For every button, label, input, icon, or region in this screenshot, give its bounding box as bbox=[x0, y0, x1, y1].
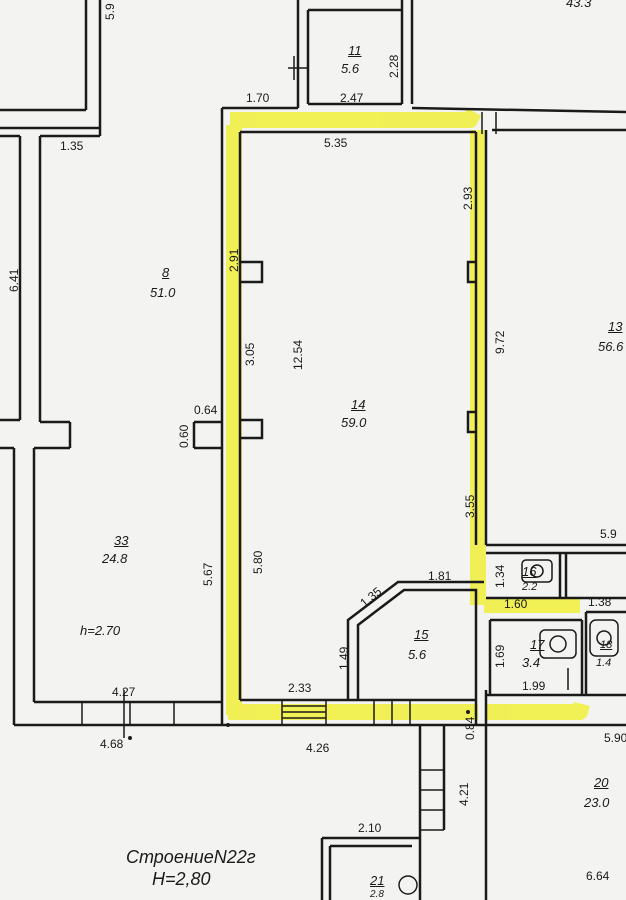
room-area: 56.6 bbox=[598, 339, 624, 354]
dimension-label: 6.41 bbox=[7, 268, 21, 292]
dimension-label: 4.68 bbox=[100, 737, 124, 751]
room-number: 17 bbox=[530, 637, 545, 652]
dimension-label: 1.38 bbox=[588, 595, 612, 609]
dimension-label: 1.34 bbox=[493, 564, 507, 588]
room-area: 51.0 bbox=[150, 285, 176, 300]
dimension-label: 2.10 bbox=[358, 821, 382, 835]
room-area: 24.8 bbox=[102, 551, 128, 566]
dimension-label: 5.67 bbox=[201, 562, 215, 586]
dimension-label: 5.9 bbox=[600, 527, 617, 541]
dimension-ticks bbox=[128, 710, 470, 740]
dimension-label: 2.33 bbox=[288, 681, 312, 695]
openings bbox=[81, 56, 497, 831]
dimension-label: 2.28 bbox=[387, 54, 401, 78]
room-area: 5.6 bbox=[408, 647, 427, 662]
dimension-label: 0.60 bbox=[177, 424, 191, 448]
room-number: 8 bbox=[162, 265, 170, 280]
dimension-label: 0.64 bbox=[194, 403, 218, 417]
dimension-label: 4.26 bbox=[306, 741, 330, 755]
room-area: 23.0 bbox=[584, 795, 610, 810]
dimension-label: 2.91 bbox=[227, 248, 241, 272]
dimension-label: 2.47 bbox=[340, 91, 364, 105]
room-number: 15 bbox=[414, 627, 429, 642]
dimension-label: 0.84 bbox=[463, 716, 477, 740]
room-number: 13 bbox=[608, 319, 623, 334]
room-ceiling-height: h=2.70 bbox=[80, 623, 121, 638]
room-area: 2.8 bbox=[370, 889, 384, 900]
room-area: 1.4 bbox=[596, 657, 612, 669]
room-number: 14 bbox=[351, 397, 366, 412]
dimension-label: 1.69 bbox=[493, 644, 507, 668]
dimension-label: 9.72 bbox=[493, 330, 507, 354]
dimension-label: 5.35 bbox=[324, 136, 348, 150]
building-height: H=2,80 bbox=[152, 869, 211, 889]
room-number: 16 bbox=[522, 564, 537, 579]
partial-dimension-label: 5.9 bbox=[103, 3, 117, 20]
room-number: 21 bbox=[370, 873, 385, 888]
plumbing-fixtures bbox=[398, 559, 619, 895]
dimension-label: 3.05 bbox=[243, 342, 257, 366]
room-number: 18 bbox=[600, 639, 613, 651]
dimension-label: 5.80 bbox=[251, 550, 265, 574]
dimension-label: 1.60 bbox=[504, 597, 528, 611]
dimension-label: 1.99 bbox=[522, 679, 546, 693]
dimension-label: 4.21 bbox=[457, 782, 471, 806]
dimension-label: 2.93 bbox=[461, 186, 475, 210]
dimension-label: 5.90 bbox=[604, 731, 626, 745]
room-area: 5.6 bbox=[341, 61, 360, 76]
room-area: 59.0 bbox=[341, 415, 367, 430]
dimension-label: 6.64 bbox=[586, 869, 610, 883]
dimension-label: 1.49 bbox=[337, 646, 351, 670]
building-name: СтроениеN22г bbox=[126, 847, 256, 867]
dimension-label: 12.54 bbox=[291, 339, 305, 370]
room-number: 20 bbox=[594, 775, 609, 790]
dimension-label: 1.81 bbox=[428, 569, 452, 583]
partial-area-label: 43.3 bbox=[566, 0, 592, 10]
dimension-label: 4.27 bbox=[112, 685, 136, 699]
room-number: 11 bbox=[348, 43, 362, 58]
dimension-label: 3.55 bbox=[463, 494, 477, 518]
highlight-outline bbox=[226, 108, 590, 720]
room-area: 3.4 bbox=[522, 655, 541, 670]
dimension-label: 1.70 bbox=[246, 91, 270, 105]
room-number: 33 bbox=[114, 533, 129, 548]
room-area: 2.2 bbox=[522, 581, 538, 593]
dimension-label: 1.35 bbox=[60, 139, 84, 153]
